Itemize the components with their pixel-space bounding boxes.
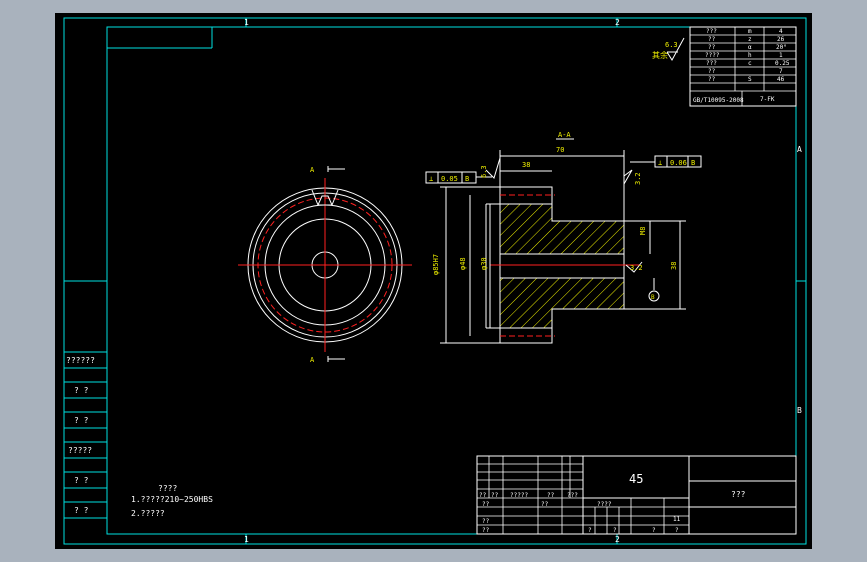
dim-flange-length: 38 (522, 161, 530, 169)
title-cell: ?? (541, 501, 549, 508)
sheet-label: 11 (673, 516, 681, 523)
title-cell: ??? (567, 492, 578, 499)
datum-label: B (651, 294, 655, 301)
param-value: 1 (779, 52, 783, 59)
title-cell: ? (675, 527, 679, 534)
param-value: 7 (779, 68, 783, 75)
param-grade: 7-FK (760, 96, 775, 103)
strip-label: ? ? (74, 386, 89, 395)
title-cell: ?? (482, 501, 490, 508)
gear-parameters-table: ??? m 4 ?? z 26 ?? α 20° ???? h 1 ??? c … (689, 26, 797, 107)
dim-bore-diameter: φ30 (480, 257, 488, 270)
title-block: 45 ??? ???? 11 ?? ?? ????? ?? ??? ?? ?? … (476, 455, 797, 535)
title-cell: ?? (547, 492, 555, 499)
roughness-label: 其余 (652, 50, 668, 60)
title-cell: ? (652, 527, 656, 534)
param-symbol: S (748, 76, 752, 83)
title-cell: ?? (491, 492, 499, 499)
title-cell: ????? (510, 492, 528, 499)
notes-line: 1.?????210~250HBS (131, 495, 213, 504)
dim-hub-note: M8 (639, 227, 647, 235)
param-symbol: h (748, 52, 752, 59)
zone-label: A (797, 145, 802, 154)
dim-hub-diameter: 38 (670, 262, 678, 270)
title-cell: ?? (482, 518, 490, 525)
param-name: ?? (708, 68, 716, 75)
roughness-value: 6.3 (480, 165, 488, 178)
param-name: ??? (706, 60, 717, 67)
param-value: 26 (777, 36, 785, 43)
strip-label: ? ? (74, 506, 89, 515)
strip-label: ?????? (66, 356, 95, 365)
param-value: 46 (777, 76, 785, 83)
param-symbol: α (748, 44, 752, 51)
notes-title: ???? (158, 484, 177, 493)
scale-label: ???? (597, 501, 612, 508)
roughness-value: 6.3 (665, 41, 678, 49)
title-cell: ?? (479, 492, 487, 499)
param-name: ??? (706, 28, 717, 35)
param-name: ?? (708, 76, 716, 83)
param-symbol: m (748, 28, 752, 35)
param-name: ?? (708, 36, 716, 43)
title-cell: ? (613, 527, 617, 534)
tolerance-symbol: ⊥ (429, 175, 433, 183)
param-standard: GB/T10095-2008 (693, 97, 744, 104)
dim-pitch-diameter: φ48 (459, 257, 467, 270)
section-marker-bottom: A (310, 356, 315, 364)
tolerance-datum: B (691, 159, 695, 167)
strip-label: ? ? (74, 416, 89, 425)
zone-label: 2 (615, 18, 620, 27)
drawing-canvas[interactable] (55, 13, 812, 549)
roughness-value: 3.2 (634, 172, 642, 185)
general-roughness-symbol: 其余 6.3 (652, 37, 685, 61)
param-value: 4 (779, 28, 783, 35)
zone-label: 1 (244, 18, 249, 27)
title-cell: ? (588, 527, 592, 534)
strip-label: ????? (68, 446, 92, 455)
tolerance-symbol: ⊥ (658, 159, 662, 167)
dim-overall-length: 70 (556, 146, 564, 154)
param-value: 0.25 (775, 60, 790, 67)
section-title: A-A (558, 131, 571, 139)
param-symbol: c (748, 60, 752, 67)
left-strip-table: ?????? ? ? ? ? ????? ? ? ? ? (64, 351, 107, 519)
notes-line: 2.????? (131, 509, 165, 518)
tolerance-value: 0.06 (670, 159, 687, 167)
roughness-value: 3.2 (630, 264, 643, 272)
strip-label: ? ? (74, 476, 89, 485)
tolerance-datum: B (465, 175, 469, 183)
zone-label: B (797, 406, 802, 415)
title-cell: ?? (482, 527, 490, 534)
drawing-name: ??? (731, 490, 746, 499)
technical-notes: ???? 1.?????210~250HBS 2.????? (131, 484, 213, 518)
gear-front-view: A A (238, 166, 412, 364)
dim-outer-diameter: φ85H7 (432, 254, 440, 275)
param-symbol: z (748, 36, 752, 43)
gear-section-view: A-A 70 (425, 131, 702, 344)
zone-label: 1 (244, 535, 249, 544)
param-value: 20° (776, 44, 787, 51)
tolerance-value: 0.05 (441, 175, 458, 183)
param-name: ???? (705, 52, 720, 59)
material-label: 45 (629, 472, 643, 486)
section-marker-top: A (310, 166, 315, 174)
param-name: ?? (708, 44, 716, 51)
zone-label: 2 (615, 535, 620, 544)
